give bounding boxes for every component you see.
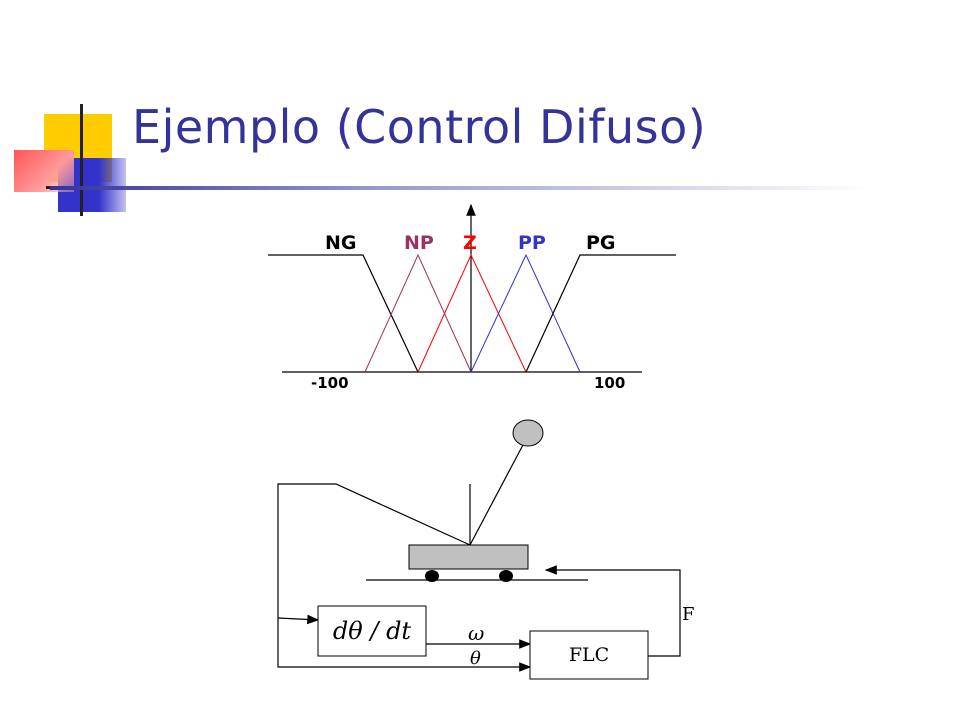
omega-label: ω xyxy=(468,621,484,645)
flc-block xyxy=(529,630,649,680)
label-ng: NG xyxy=(325,232,357,254)
pendulum-system xyxy=(366,419,588,582)
derivative-block-label: dθ / dt xyxy=(333,617,412,645)
cart-wheel-left xyxy=(425,570,439,582)
mf-np xyxy=(364,253,472,373)
deco-vertical-line xyxy=(80,104,83,216)
force-label: F xyxy=(682,604,695,625)
deco-red-square xyxy=(14,150,74,192)
label-pg: PG xyxy=(586,232,616,254)
tick-label-max: 100 xyxy=(594,374,625,392)
branch-to-derivative xyxy=(277,614,320,625)
tick-label-min: -100 xyxy=(311,374,349,392)
label-np: NP xyxy=(404,232,434,254)
derivative-block xyxy=(317,605,427,657)
membership-chart: NG NP Z PP PG -100 100 xyxy=(268,203,676,392)
flc-block-label: FLC xyxy=(569,644,609,666)
pendulum-rod xyxy=(469,442,525,546)
pendulum-bob xyxy=(512,419,544,447)
cart-body xyxy=(408,544,529,570)
cart-wheel-right xyxy=(499,570,513,582)
control-block-diagram: dθ / dt ω θ FLC F xyxy=(277,483,695,680)
label-z: Z xyxy=(463,232,477,254)
title-underline xyxy=(50,186,870,190)
theta-label: θ xyxy=(470,648,481,669)
angle-sensor-line xyxy=(277,483,532,672)
force-output-line xyxy=(544,565,681,657)
mf-pg xyxy=(525,254,676,373)
mf-z xyxy=(417,253,527,373)
mf-ng xyxy=(268,254,419,373)
label-pp: PP xyxy=(518,232,546,254)
slide-title: Ejemplo (Control Difuso) xyxy=(132,100,707,154)
mf-pp xyxy=(470,253,581,373)
